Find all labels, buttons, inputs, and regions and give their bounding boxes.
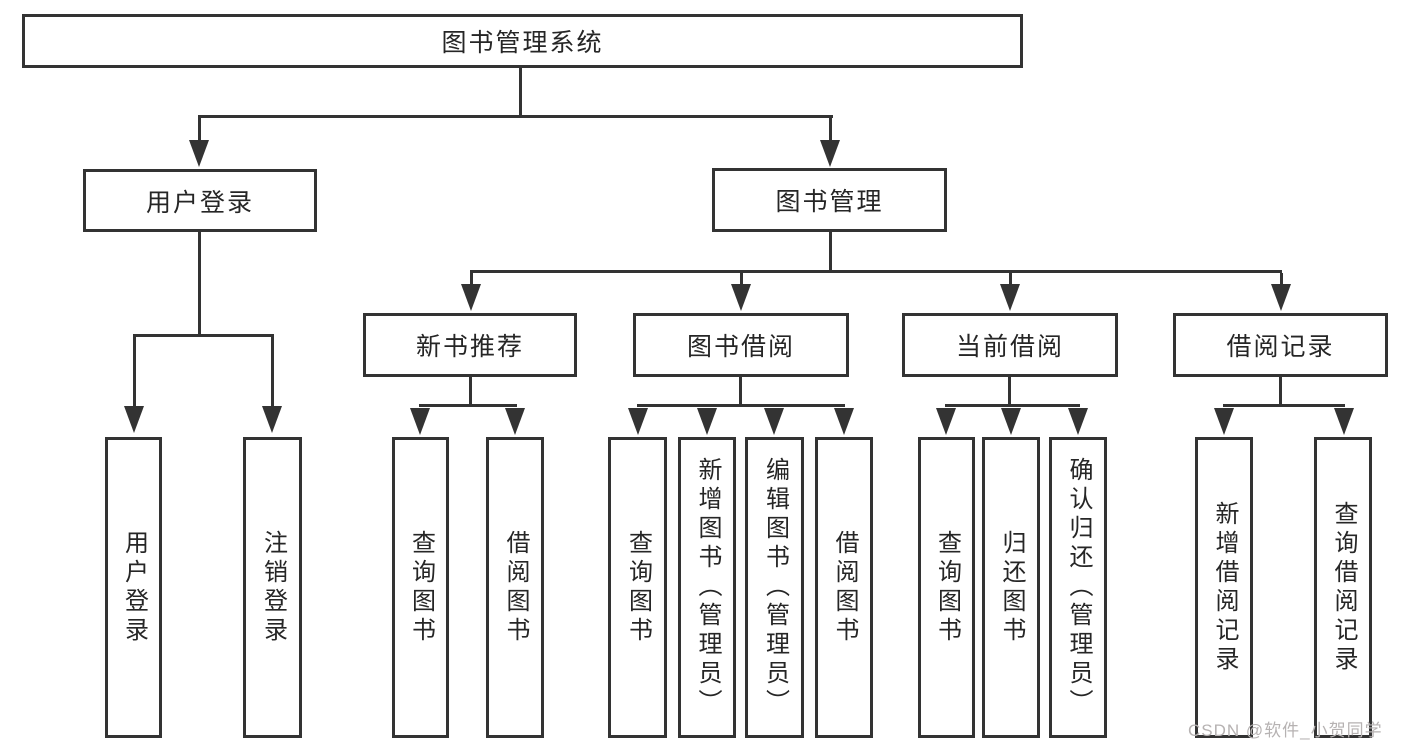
leaf-borrow-add-label: 新增图书（管理员） — [694, 457, 721, 718]
leaf-records-query-label: 查询借阅记录 — [1330, 500, 1357, 675]
leaf-records-add: 新增借阅记录 — [1195, 437, 1253, 738]
leaf-new-books-borrow: 借阅图书 — [486, 437, 544, 738]
arrow-borrow-1-icon — [628, 408, 648, 435]
arrow-to-records-icon — [1271, 284, 1291, 311]
leaf-borrow-book-label: 借阅图书 — [831, 529, 858, 646]
node-book-mgmt: 图书管理 — [712, 168, 947, 232]
connector-records-rail — [1223, 404, 1345, 407]
connector-drop-borrow — [740, 273, 743, 286]
arrow-to-book-mgmt-icon — [820, 140, 840, 167]
node-new-books: 新书推荐 — [363, 313, 577, 377]
arrow-records-2-icon — [1334, 408, 1354, 435]
leaf-records-query: 查询借阅记录 — [1314, 437, 1372, 738]
connector-root-rail — [198, 115, 833, 118]
connector-new-books-stem — [469, 377, 472, 406]
leaf-current-return-label: 归还图书 — [998, 529, 1025, 646]
arrow-borrow-2-icon — [697, 408, 717, 435]
connector-book-mgmt-rail — [470, 270, 1282, 273]
arrow-to-current-icon — [1000, 284, 1020, 311]
arrow-new-books-1-icon — [410, 408, 430, 435]
connector-drop-new-books — [470, 273, 473, 286]
leaf-current-query-label: 查询图书 — [933, 529, 961, 646]
arrow-records-1-icon — [1214, 408, 1234, 435]
leaf-borrow-edit: 编辑图书（管理员） — [745, 437, 804, 738]
leaf-new-books-query-label: 查询图书 — [407, 529, 435, 646]
connector-root-stem — [519, 66, 522, 118]
connector-new-books-rail — [419, 404, 517, 407]
node-book-mgmt-label: 图书管理 — [775, 188, 884, 216]
leaf-current-return: 归还图书 — [982, 437, 1040, 738]
connector-user-login-stem — [198, 232, 201, 337]
node-records: 借阅记录 — [1173, 313, 1388, 377]
arrow-to-logout-icon — [262, 406, 282, 433]
connector-drop-book-mgmt — [829, 118, 832, 144]
node-library-system-label: 图书管理系统 — [441, 29, 604, 57]
node-current: 当前借阅 — [902, 313, 1118, 377]
leaf-borrow-add: 新增图书（管理员） — [678, 437, 736, 738]
node-library-system: 图书管理系统 — [22, 14, 1023, 68]
leaf-current-confirm-return-label: 确认归还（管理员） — [1065, 457, 1092, 718]
arrow-to-login-icon — [124, 406, 144, 433]
csdn-watermark: CSDN @软件_小贺同学 — [1188, 721, 1383, 740]
leaf-logout: 注销登录 — [243, 437, 302, 738]
connector-book-mgmt-stem — [829, 232, 832, 273]
connector-borrow-rail — [637, 404, 845, 407]
leaf-borrow-query: 查询图书 — [608, 437, 667, 738]
arrow-to-new-books-icon — [461, 284, 481, 311]
node-borrow: 图书借阅 — [633, 313, 849, 377]
connector-current-rail — [945, 404, 1080, 407]
arrow-borrow-3-icon — [764, 408, 784, 435]
arrow-current-3-icon — [1068, 408, 1088, 435]
connector-borrow-stem — [739, 377, 742, 406]
node-user-login-label: 用户登录 — [145, 188, 254, 217]
connector-drop-logout — [271, 337, 274, 408]
leaf-borrow-edit-label: 编辑图书（管理员） — [761, 457, 789, 718]
arrow-borrow-4-icon — [834, 408, 854, 435]
connector-current-stem — [1008, 377, 1011, 406]
connector-drop-login — [133, 337, 136, 408]
node-records-label: 借阅记录 — [1226, 333, 1335, 361]
leaf-borrow-query-label: 查询图书 — [624, 529, 652, 646]
arrow-to-user-login-icon — [189, 140, 209, 167]
connector-user-login-rail — [133, 334, 274, 337]
leaf-current-confirm-return: 确认归还（管理员） — [1049, 437, 1107, 738]
leaf-logout-label: 注销登录 — [259, 529, 287, 646]
node-current-label: 当前借阅 — [955, 333, 1064, 361]
connector-drop-user-login — [198, 118, 201, 144]
arrow-new-books-2-icon — [505, 408, 525, 435]
arrow-to-borrow-icon — [731, 284, 751, 311]
connector-records-stem — [1279, 377, 1282, 406]
node-new-books-label: 新书推荐 — [415, 333, 524, 361]
leaf-user-login-label: 用户登录 — [120, 529, 148, 646]
leaf-records-add-label: 新增借阅记录 — [1211, 500, 1238, 675]
leaf-new-books-query: 查询图书 — [392, 437, 449, 738]
node-user-login: 用户登录 — [83, 169, 317, 232]
leaf-new-books-borrow-label: 借阅图书 — [502, 529, 529, 646]
arrow-current-1-icon — [936, 408, 956, 435]
leaf-borrow-book: 借阅图书 — [815, 437, 873, 738]
connector-drop-current — [1009, 273, 1012, 286]
leaf-user-login: 用户登录 — [105, 437, 162, 738]
node-borrow-label: 图书借阅 — [686, 333, 795, 361]
connector-drop-records — [1280, 273, 1283, 286]
leaf-current-query: 查询图书 — [918, 437, 975, 738]
arrow-current-2-icon — [1001, 408, 1021, 435]
